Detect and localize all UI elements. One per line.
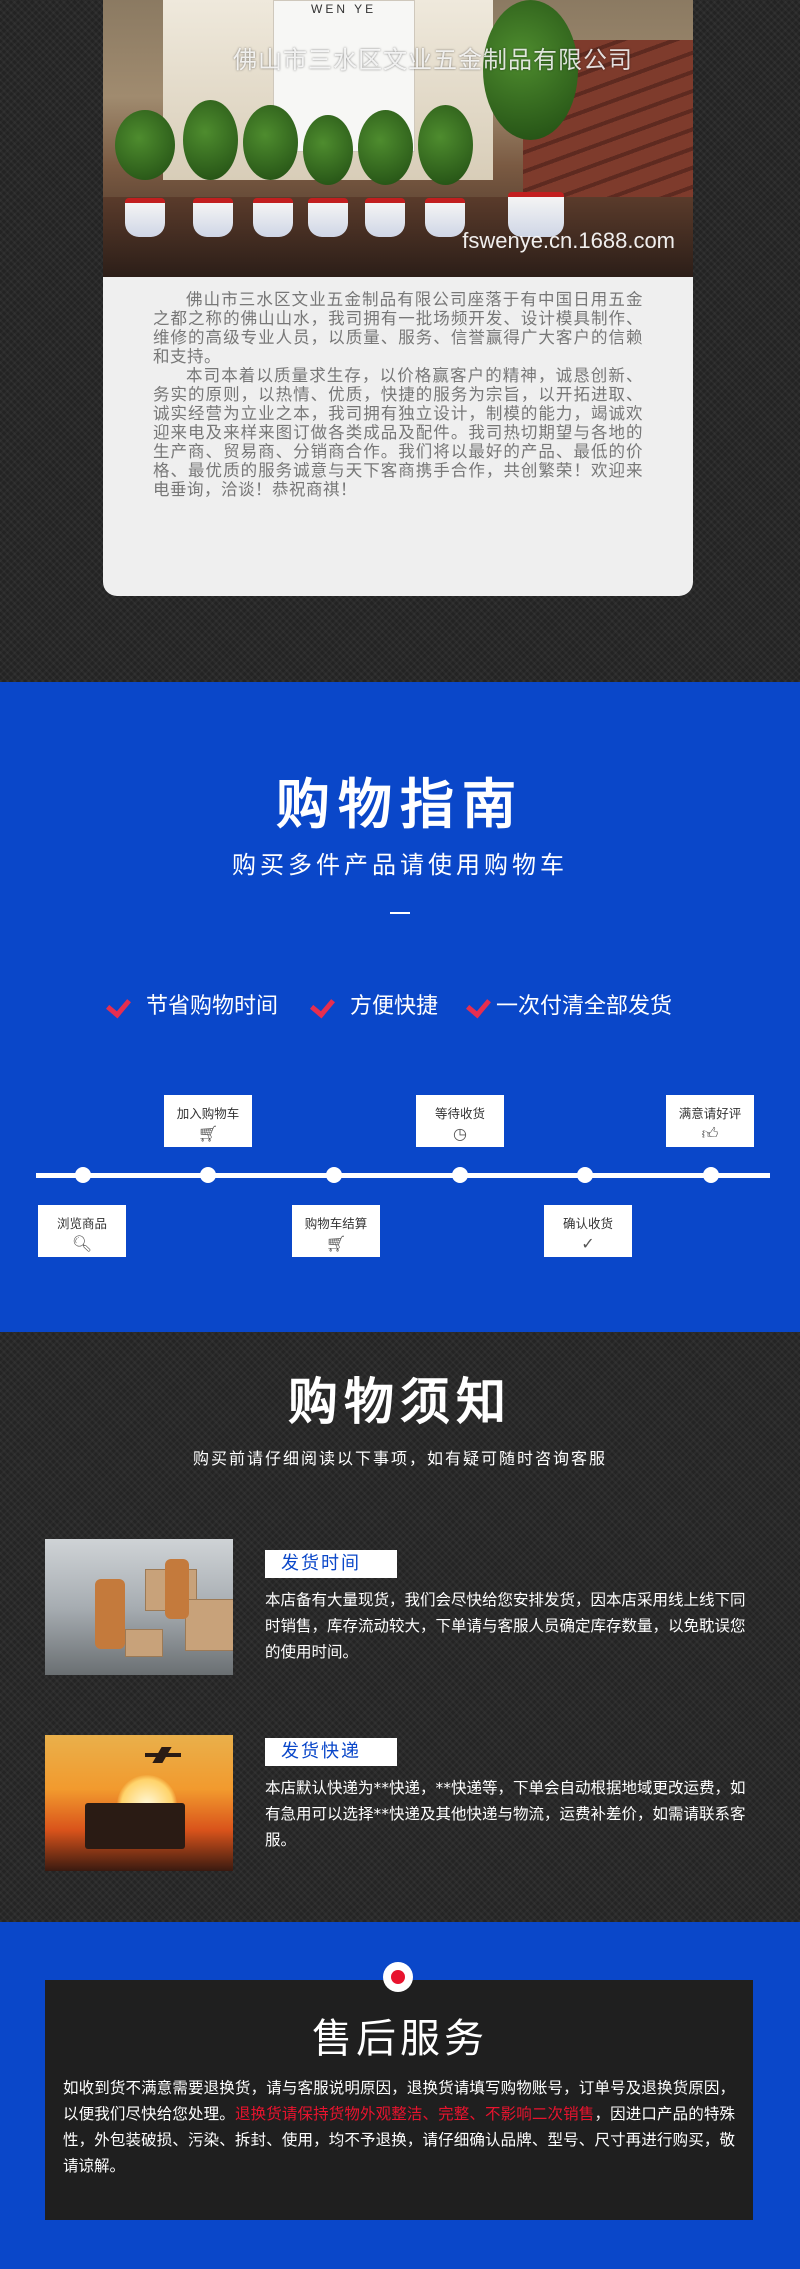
step-label: 满意请好评 bbox=[678, 1106, 742, 1121]
cart-icon: 🛒︎ bbox=[325, 1234, 347, 1253]
company-card: WEN YE 佛山市三水区文业五金制品有限公司 fswenye.cn.1688.… bbox=[103, 0, 693, 596]
company-intro: 佛山市三水区文业五金制品有限公司座落于有中国日用五金之都之称的佛山山水，我司拥有… bbox=[153, 290, 643, 499]
cart-icon: 🛒︎ bbox=[197, 1124, 219, 1143]
intro-paragraph: 本司本着以质量求生存，以价格赢客户的精神，诚恳创新、务实的原则，以热情、优质，快… bbox=[153, 366, 643, 499]
step-label: 等待收货 bbox=[434, 1106, 485, 1121]
process-timeline bbox=[36, 1173, 770, 1178]
divider bbox=[390, 912, 410, 914]
notice-subtitle: 购买前请仔细阅读以下事项，如有疑可随时咨询客服 bbox=[192, 1449, 607, 1468]
search-icon: 🔍︎ bbox=[71, 1234, 93, 1253]
company-name: 佛山市三水区文业五金制品有限公司 bbox=[233, 46, 633, 74]
step-label: 确认收货 bbox=[562, 1216, 613, 1231]
after-sale-box bbox=[45, 1980, 753, 2220]
check-icon: ✓ bbox=[581, 1234, 595, 1253]
company-section: WEN YE 佛山市三水区文业五金制品有限公司 fswenye.cn.1688.… bbox=[0, 0, 800, 682]
check-icon bbox=[108, 991, 134, 1017]
guide-subtitle: 购买多件产品请使用购物车 bbox=[232, 851, 568, 879]
after-sale-text-part: ，因进口产品的特殊性，外包装破损、污染、拆封、使用，均不予退换，请仔细确认品牌、… bbox=[63, 2105, 735, 2175]
timeline-dot bbox=[703, 1167, 719, 1183]
timeline-dot bbox=[200, 1167, 216, 1183]
clock-icon: ◷ bbox=[453, 1124, 467, 1143]
step-checkout: 购物车结算 🛒︎ bbox=[292, 1205, 380, 1257]
after-sale-text-part: 如收到货不满意需要退换货，请与客服说明原因，退换货请填写购物账号，订单号及退换货… bbox=[63, 2079, 735, 2123]
after-sale-text: 如收到货不满意需要退换货，请与客服说明原因，退换货请填写购物账号，订单号及退换货… bbox=[63, 2075, 735, 2179]
step-confirm-receipt: 确认收货 ✓ bbox=[544, 1205, 632, 1257]
timeline-dot bbox=[75, 1167, 91, 1183]
timeline-dot bbox=[326, 1167, 342, 1183]
feature-label: 节省购物时间 bbox=[146, 994, 279, 1019]
feature-label: 一次付清全部发货 bbox=[496, 994, 673, 1019]
feature-label: 方便快捷 bbox=[350, 994, 439, 1019]
notice-text: 本店默认快递为**快递，**快递等，下单会自动根据地域更改运费，如有急用可以选择… bbox=[265, 1779, 746, 1849]
shopping-notice-section: 购物须知 购买前请仔细阅读以下事项，如有疑可随时咨询客服 发货时间 本店备有大量… bbox=[0, 1332, 800, 1922]
logistics-photo bbox=[45, 1735, 233, 1871]
timeline-dot bbox=[452, 1167, 468, 1183]
step-label: 购物车结算 bbox=[304, 1216, 368, 1231]
guide-title: 购物指南 bbox=[276, 773, 524, 836]
section-badge: 发货时间 bbox=[265, 1550, 397, 1578]
feature-item: 一次付清全部发货 bbox=[468, 988, 672, 1020]
feature-item: 节省购物时间 bbox=[108, 988, 278, 1020]
thumbs-up-icon: 👍︎ bbox=[701, 1124, 719, 1143]
notice-text: 本店备有大量现货，我们会尽快给您安排发货，因本店采用线上线下同时销售，库存流动较… bbox=[265, 1591, 746, 1661]
step-add-to-cart: 加入购物车 🛒︎ bbox=[164, 1095, 252, 1147]
step-await-delivery: 等待收货 ◷ bbox=[416, 1095, 504, 1147]
record-icon bbox=[383, 1962, 413, 1992]
after-sale-section: 售后服务 如收到货不满意需要退换货，请与客服说明原因，退换货请填写购物账号，订单… bbox=[0, 1922, 800, 2269]
company-photo: WEN YE 佛山市三水区文业五金制品有限公司 fswenye.cn.1688.… bbox=[103, 0, 693, 277]
feature-item: 方便快捷 bbox=[312, 988, 438, 1020]
sign-text: WEN YE bbox=[311, 2, 377, 16]
step-label: 加入购物车 bbox=[176, 1106, 240, 1121]
intro-paragraph: 佛山市三水区文业五金制品有限公司座落于有中国日用五金之都之称的佛山山水，我司拥有… bbox=[153, 290, 643, 366]
shopping-guide-section: 购物指南 购买多件产品请使用购物车 节省购物时间 方便快捷 一次付清全部发货 浏… bbox=[0, 682, 800, 1332]
check-icon bbox=[312, 991, 338, 1017]
timeline-dot bbox=[577, 1167, 593, 1183]
after-sale-title: 售后服务 bbox=[312, 2016, 488, 2062]
company-url: fswenye.cn.1688.com bbox=[462, 228, 675, 253]
check-icon bbox=[468, 991, 494, 1017]
notice-title: 购物须知 bbox=[288, 1373, 512, 1431]
section-badge: 发货快递 bbox=[265, 1738, 397, 1766]
step-label: 浏览商品 bbox=[56, 1216, 107, 1231]
warehouse-photo bbox=[45, 1539, 233, 1675]
step-browse: 浏览商品 🔍︎ bbox=[38, 1205, 126, 1257]
step-review: 满意请好评 👍︎ bbox=[666, 1095, 754, 1147]
after-sale-highlight: 退换货请保持货物外观整洁、完整、不影响二次销售 bbox=[234, 2105, 595, 2123]
